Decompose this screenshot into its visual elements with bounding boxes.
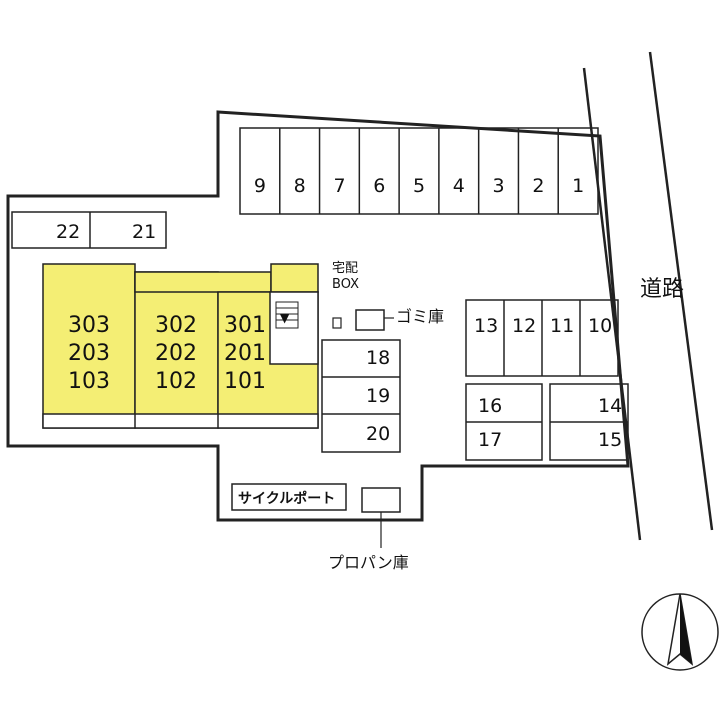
- unit-101: 101: [224, 369, 266, 394]
- parking-space-19: 19: [366, 385, 390, 407]
- parking-space-16: 16: [478, 395, 502, 417]
- parking-left-row: 22 21: [11, 211, 167, 249]
- parking-space-5: 5: [413, 175, 425, 197]
- parking-space-20: 20: [366, 423, 390, 445]
- parking-space-21: 21: [132, 221, 156, 243]
- road-label: 道路: [640, 277, 684, 302]
- parking-space-22: 22: [56, 221, 80, 243]
- parking-space-2: 2: [532, 175, 544, 197]
- parking-top-row: 9 8 7 6 5 4 3 2 1: [239, 127, 599, 215]
- parking-middle-stack: 18 19 20: [321, 339, 401, 453]
- apartment-building: ▼ 303 203 103 302 202 102 301 201 101: [42, 263, 319, 429]
- garbage-shed-label: ゴミ庫: [396, 307, 444, 326]
- propane-shed-label: プロパン庫: [328, 553, 409, 572]
- balcony-strip: [42, 413, 319, 429]
- parking-space-1: 1: [572, 175, 584, 197]
- propane-shed: [361, 487, 401, 513]
- parking-space-13: 13: [474, 315, 498, 337]
- unit-102: 102: [155, 369, 197, 394]
- stairs-arrow-icon: ▼: [280, 311, 290, 325]
- parking-right-row: 13 12 11 10: [465, 299, 619, 377]
- unit-302: 302: [155, 313, 197, 338]
- unit-103: 103: [68, 369, 110, 394]
- delivery-box: [332, 317, 342, 329]
- unit-202: 202: [155, 341, 197, 366]
- unit-303: 303: [68, 313, 110, 338]
- road-edge-left: [582, 67, 642, 541]
- parking-space-18: 18: [366, 347, 390, 369]
- road-edge-right: [648, 51, 714, 531]
- parking-space-10: 10: [588, 315, 612, 337]
- unit-203: 203: [68, 341, 110, 366]
- parking-right-lower: 16 17 14 15: [465, 383, 629, 461]
- cycle-port: [231, 483, 347, 511]
- parking-space-6: 6: [373, 175, 385, 197]
- garbage-shed: [355, 309, 385, 331]
- unit-201: 201: [224, 341, 266, 366]
- cycle-port-label: サイクルポート: [238, 490, 335, 507]
- parking-space-9: 9: [254, 175, 266, 197]
- parking-space-14: 14: [598, 395, 622, 417]
- north-arrow-icon: [641, 593, 719, 671]
- delivery-box-label-2: BOX: [332, 277, 359, 292]
- parking-space-3: 3: [493, 175, 505, 197]
- unit-301: 301: [224, 313, 266, 338]
- parking-space-4: 4: [453, 175, 465, 197]
- parking-space-17: 17: [478, 429, 502, 451]
- parking-space-7: 7: [333, 175, 345, 197]
- parking-space-15: 15: [598, 429, 622, 451]
- parking-space-11: 11: [550, 315, 574, 337]
- parking-space-12: 12: [512, 315, 536, 337]
- delivery-box-label: 宅配: [332, 261, 358, 276]
- parking-space-8: 8: [294, 175, 306, 197]
